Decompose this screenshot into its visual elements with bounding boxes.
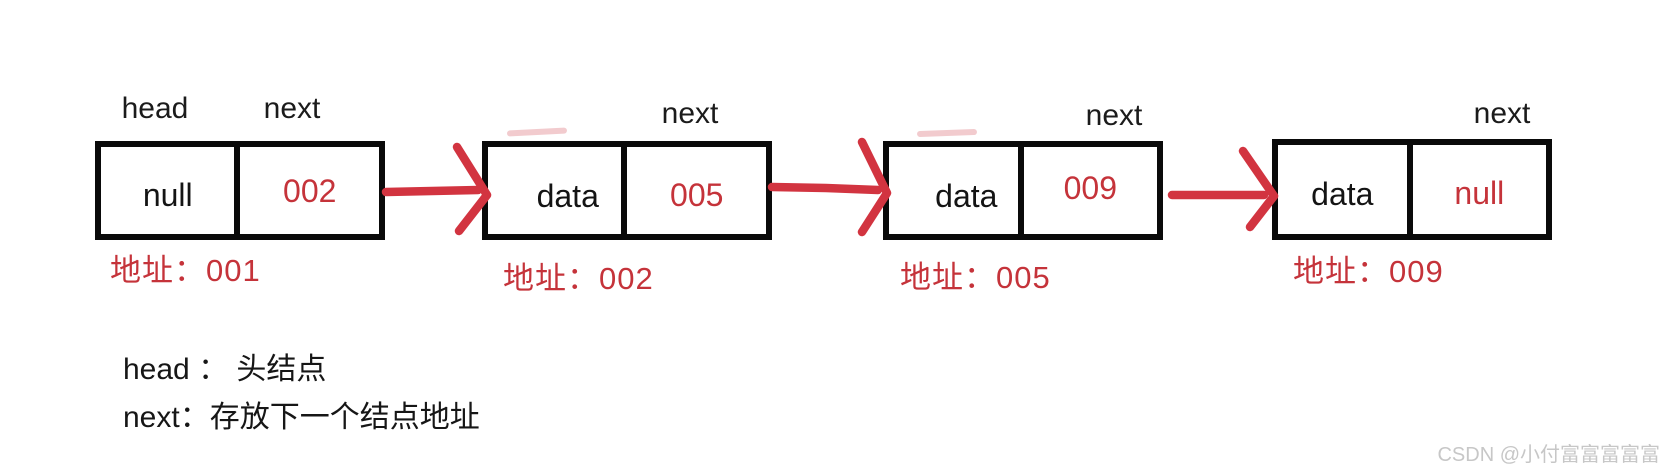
arrow-head-icon: [1238, 146, 1279, 232]
node1-data-cell: null: [101, 147, 234, 234]
node1-next-cell: 002: [234, 147, 379, 234]
legend-head-definition: head ： 头结点: [123, 353, 327, 386]
node3-data-value: data: [935, 178, 998, 214]
node1-next-label: next: [263, 92, 321, 125]
node2-next-value: 005: [670, 177, 724, 213]
node3-next-value: 009: [1063, 170, 1117, 206]
arrow-node3-to-node4: [1167, 146, 1279, 232]
legend-next-definition: next：存放下一个结点地址: [123, 401, 480, 434]
node1-address-label: 地址：001: [110, 253, 261, 288]
node3-data-cell: data: [889, 147, 1018, 234]
arrow-node2-to-node3: [767, 137, 892, 237]
node4-data-cell: data: [1278, 145, 1407, 234]
node1-data-value: null: [142, 177, 193, 213]
node2-data-cell: data: [488, 147, 621, 234]
node3-next-cell: 009: [1017, 147, 1157, 234]
node4-box: data null: [1272, 139, 1552, 240]
erased-stroke-remnant: [916, 128, 978, 138]
node1-next-value: 002: [283, 173, 337, 209]
node3-address-label: 地址：005: [900, 260, 1051, 295]
node2-address-label: 地址：002: [503, 261, 654, 296]
csdn-watermark: CSDN @小付富富富富富: [1437, 444, 1660, 466]
node2-box: data 005: [482, 141, 772, 240]
node3-next-label: next: [1085, 99, 1143, 132]
arrow-shaft: [767, 182, 883, 195]
node2-data-value: data: [536, 178, 599, 214]
arrow-shaft: [381, 185, 483, 197]
node1-head-label: head: [121, 92, 189, 125]
node4-data-value: data: [1311, 176, 1374, 212]
node4-next-value: null: [1454, 175, 1505, 211]
node4-next-label: next: [1473, 97, 1531, 130]
arrow-node1-to-node2: [381, 142, 492, 236]
node2-next-label: next: [661, 97, 719, 130]
node4-next-cell: null: [1406, 145, 1546, 234]
node2-next-cell: 005: [621, 147, 766, 234]
node1-box: null 002: [95, 141, 385, 240]
node4-address-label: 地址：009: [1293, 254, 1444, 289]
erased-stroke-remnant: [506, 127, 568, 137]
node3-box: data 009: [883, 141, 1163, 240]
